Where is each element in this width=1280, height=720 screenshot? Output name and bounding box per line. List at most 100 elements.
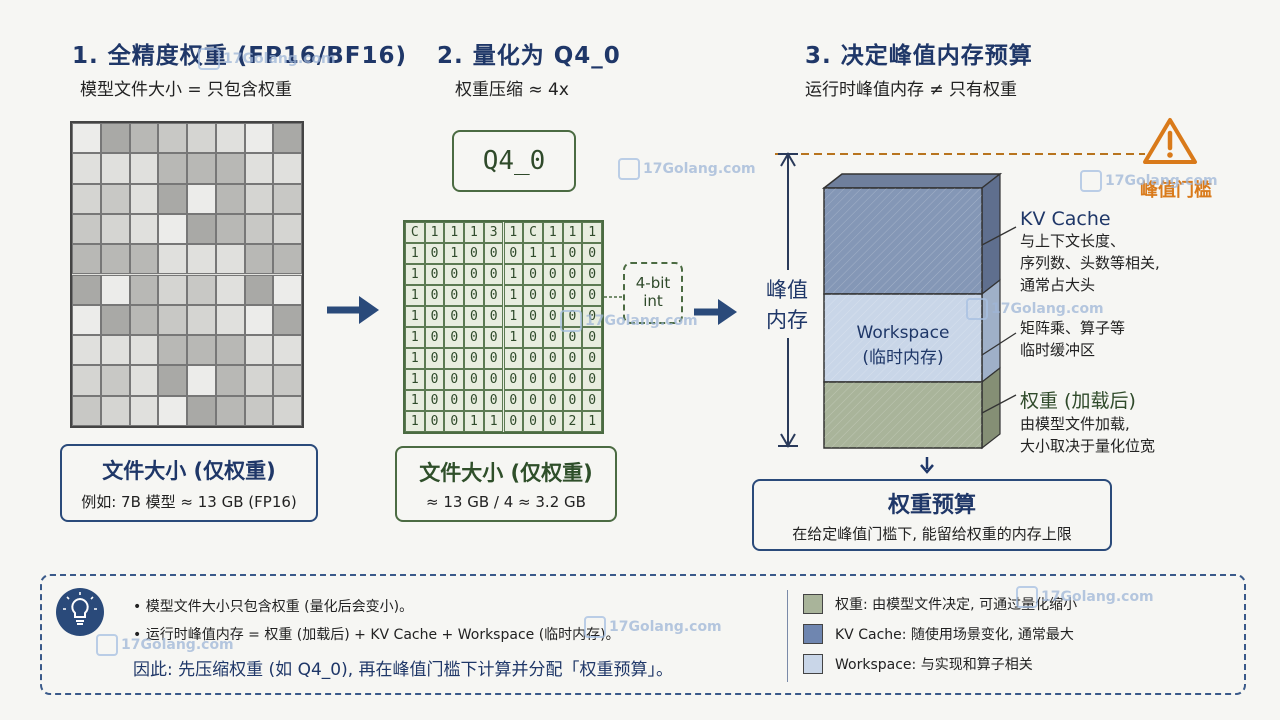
bit-cell: 0 xyxy=(562,264,583,285)
watermark-text: 17Golang.com xyxy=(609,619,722,635)
watermark-logo-icon xyxy=(584,616,606,638)
weight-cell xyxy=(244,335,274,366)
weight-cell xyxy=(273,365,302,396)
weight-cell xyxy=(215,213,245,245)
lightbulb-icon xyxy=(56,588,104,636)
watermark-text: 17Golang.com xyxy=(585,313,698,329)
bit-cell: 0 xyxy=(523,285,543,306)
bit-cell: 0 xyxy=(562,285,583,306)
bit-cell: 0 xyxy=(444,306,465,327)
bit-cell: 0 xyxy=(542,327,563,348)
bit-cell: 0 xyxy=(464,285,484,306)
weight-cell xyxy=(244,123,274,154)
bit-cell: 0 xyxy=(582,306,602,327)
watermark: 17Golang.com xyxy=(560,310,698,332)
bit-cell: 1 xyxy=(503,306,524,327)
weight-cell xyxy=(215,395,245,426)
bit-cell: 1 xyxy=(562,222,583,243)
watermark: 17Golang.com xyxy=(198,48,336,70)
bit-cell: C xyxy=(523,222,543,243)
bit-cell: C xyxy=(405,222,425,243)
threshold-label: 峰值门槛 xyxy=(1140,180,1212,201)
watermark-logo-icon xyxy=(618,158,640,180)
bit-cell: 0 xyxy=(464,306,484,327)
bit-cell: 0 xyxy=(444,348,465,369)
arrow-right-icon xyxy=(694,299,737,325)
bit-cell: 0 xyxy=(582,390,602,411)
weight-cell xyxy=(244,395,274,426)
memory-stack xyxy=(821,172,1003,450)
bit-cell: 0 xyxy=(424,327,445,348)
weight-cell xyxy=(187,365,216,396)
watermark-logo-icon xyxy=(560,310,582,332)
bit-cell: 1 xyxy=(464,222,484,243)
bit-cell: 0 xyxy=(483,264,504,285)
summary-bullet-2: • 运行时峰值内存 = 权重 (加载后) + KV Cache + Worksp… xyxy=(133,627,620,643)
bit-cell: 0 xyxy=(424,369,445,390)
kv-cache-desc-3: 通常占大头 xyxy=(1020,276,1096,294)
bit-cell: 0 xyxy=(503,243,524,264)
weight-cell xyxy=(158,304,187,336)
bit-cell: 0 xyxy=(424,306,445,327)
bit-cell: 0 xyxy=(444,327,465,348)
summary-divider xyxy=(787,590,788,682)
kv-cache-title: KV Cache xyxy=(1020,208,1111,230)
watermark-text: 17Golang.com xyxy=(1041,589,1154,605)
weight-cell xyxy=(158,274,187,305)
weight-cell xyxy=(72,304,101,336)
legend-item: KV Cache: 随使用场景变化, 通常最大 xyxy=(803,624,1077,644)
weight-cell xyxy=(273,153,302,184)
weight-cell xyxy=(72,183,101,214)
bit-cell: 0 xyxy=(562,243,583,264)
summary-conclusion: 因此: 先压缩权重 (如 Q4_0), 再在峰值门槛下计算并分配「权重预算」。 xyxy=(133,660,674,680)
weight-cell xyxy=(273,304,302,336)
bit-cell: 0 xyxy=(503,390,524,411)
step1-title: 1. 全精度权重 (FP16/BF16) xyxy=(72,43,408,69)
weight-cell xyxy=(273,335,302,366)
watermark-logo-icon xyxy=(1016,586,1038,608)
bit-cell: 1 xyxy=(503,222,524,243)
bit-cell: 1 xyxy=(405,369,425,390)
weight-cell xyxy=(129,304,159,336)
bit-cell: 1 xyxy=(405,243,425,264)
weight-cell xyxy=(187,244,216,275)
weight-cell xyxy=(100,274,130,305)
weight-cell xyxy=(158,395,187,426)
bit-cell: 1 xyxy=(405,411,425,432)
weight-cell xyxy=(273,123,302,154)
step3-title: 3. 决定峰值内存预算 xyxy=(805,43,1033,69)
bit-cell: 0 xyxy=(464,390,484,411)
weight-cell xyxy=(129,365,159,396)
bit-cell: 1 xyxy=(582,222,602,243)
bit-cell: 0 xyxy=(424,243,445,264)
step3-subtitle: 运行时峰值内存 ≠ 只有权重 xyxy=(805,80,1018,100)
watermark-logo-icon xyxy=(96,634,118,656)
weight-cell xyxy=(100,365,130,396)
bit-cell: 0 xyxy=(523,390,543,411)
weight-cell xyxy=(273,274,302,305)
summary-bullet-2-text: 运行时峰值内存 = 权重 (加载后) + KV Cache + Workspac… xyxy=(145,627,620,643)
bit-cell: 0 xyxy=(444,390,465,411)
legend-item: Workspace: 与实现和算子相关 xyxy=(803,654,1077,674)
bit-cell: 0 xyxy=(464,348,484,369)
watermark: 17Golang.com xyxy=(96,634,234,656)
weight-cell xyxy=(273,183,302,214)
bit-cell: 0 xyxy=(444,411,465,432)
watermark-text: 17Golang.com xyxy=(991,301,1104,317)
weight-cell xyxy=(72,244,101,275)
bit-cell: 0 xyxy=(424,285,445,306)
step1-box-title: 文件大小 (仅权重) xyxy=(102,458,276,483)
weights-desc-2: 大小取决于量化位宽 xyxy=(1020,437,1156,455)
bit-cell: 0 xyxy=(483,306,504,327)
arrow-down-icon xyxy=(920,457,934,474)
weight-cell xyxy=(158,244,187,275)
bit-cell: 1 xyxy=(405,327,425,348)
bit-cell: 1 xyxy=(405,306,425,327)
bit-cell: 0 xyxy=(582,285,602,306)
bit-cell: 1 xyxy=(483,411,504,432)
weight-cell xyxy=(158,153,187,184)
watermark-text: 17Golang.com xyxy=(223,51,336,67)
bit-cell: 0 xyxy=(582,348,602,369)
weight-cell xyxy=(100,183,130,214)
